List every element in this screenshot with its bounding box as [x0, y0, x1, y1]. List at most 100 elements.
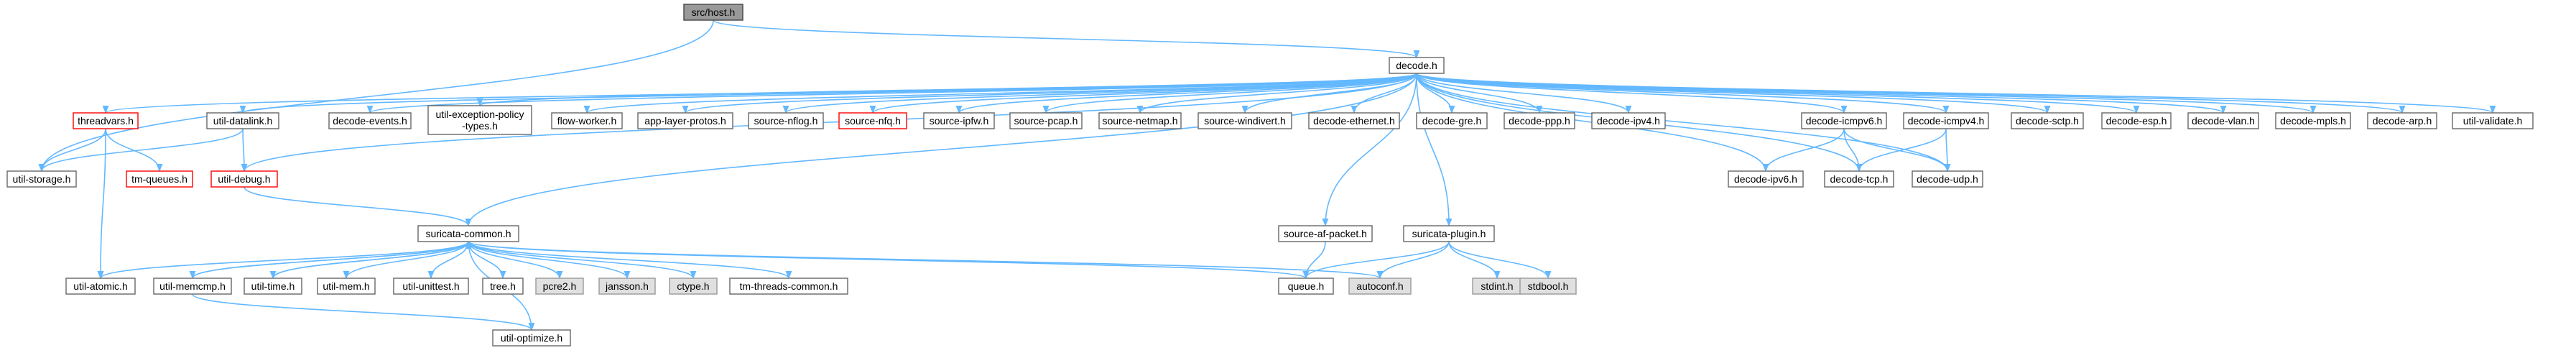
node-util-atomic[interactable]: util-atomic.h	[65, 278, 136, 295]
node-box-stdbool[interactable]	[1519, 278, 1577, 295]
node-util-exception-policy[interactable]: util-exception-policy-types.h	[427, 105, 532, 135]
node-decode-ipv6[interactable]: decode-ipv6.h	[1728, 170, 1804, 188]
node-box-util-memcmp[interactable]	[153, 278, 232, 295]
node-box-tm-threads-common[interactable]	[729, 278, 848, 295]
node-box-jansson[interactable]	[598, 278, 656, 295]
node-source-af-packet[interactable]: source-af-packet.h	[1278, 225, 1373, 242]
node-source-netmap[interactable]: source-netmap.h	[1098, 112, 1182, 129]
node-box-host[interactable]	[683, 4, 743, 21]
node-decode-udp[interactable]: decode-udp.h	[1912, 170, 1983, 188]
node-util-debug[interactable]: util-debug.h	[210, 170, 278, 188]
node-decode-events[interactable]: decode-events.h	[328, 112, 412, 129]
node-box-source-af-packet[interactable]	[1278, 225, 1373, 242]
node-decode-mpls[interactable]: decode-mpls.h	[2275, 112, 2351, 129]
node-box-decode-udp[interactable]	[1912, 170, 1983, 188]
node-box-decode-icmpv6[interactable]	[1801, 112, 1887, 129]
node-box-autoconf[interactable]	[1348, 278, 1412, 295]
node-util-datalink[interactable]: util-datalink.h	[206, 112, 279, 129]
node-tm-queues[interactable]: tm-queues.h	[126, 170, 193, 188]
node-source-nfq[interactable]: source-nfq.h	[838, 112, 907, 129]
node-util-validate[interactable]: util-validate.h	[2452, 112, 2534, 129]
node-util-memcmp[interactable]: util-memcmp.h	[153, 278, 232, 295]
node-box-decode-ppp[interactable]	[1504, 112, 1575, 129]
node-box-util-optimize[interactable]	[492, 329, 571, 347]
node-util-unittest[interactable]: util-unittest.h	[393, 278, 469, 295]
node-pcre2[interactable]: pcre2.h	[535, 278, 584, 295]
node-source-windivert[interactable]: source-windivert.h	[1197, 112, 1292, 129]
node-box-decode-icmpv4[interactable]	[1903, 112, 1989, 129]
node-box-decode-events[interactable]	[328, 112, 412, 129]
node-jansson[interactable]: jansson.h	[598, 278, 656, 295]
node-stdint[interactable]: stdint.h	[1472, 278, 1522, 295]
node-box-decode-gre[interactable]	[1416, 112, 1488, 129]
node-decode-esp[interactable]: decode-esp.h	[2101, 112, 2172, 129]
node-box-decode-ipv4[interactable]	[1591, 112, 1666, 129]
node-box-source-ipfw[interactable]	[923, 112, 995, 129]
node-box-source-pcap[interactable]	[1009, 112, 1083, 129]
node-util-optimize[interactable]: util-optimize.h	[492, 329, 571, 347]
node-decode-ipv4[interactable]: decode-ipv4.h	[1591, 112, 1666, 129]
node-decode[interactable]: decode.h	[1389, 57, 1445, 74]
node-suricata-common[interactable]: suricata-common.h	[417, 225, 519, 242]
node-tm-threads-common[interactable]: tm-threads-common.h	[729, 278, 848, 295]
node-box-decode-mpls[interactable]	[2275, 112, 2351, 129]
node-box-util-datalink[interactable]	[206, 112, 279, 129]
node-box-decode-tcp[interactable]	[1824, 170, 1894, 188]
node-box-util-unittest[interactable]	[393, 278, 469, 295]
node-box-source-windivert[interactable]	[1197, 112, 1292, 129]
node-flow-worker[interactable]: flow-worker.h	[551, 112, 623, 129]
node-util-mem[interactable]: util-mem.h	[317, 278, 376, 295]
node-box-decode-vlan[interactable]	[2187, 112, 2259, 129]
node-decode-sctp[interactable]: decode-sctp.h	[2011, 112, 2084, 129]
node-decode-arp[interactable]: decode-arp.h	[2367, 112, 2437, 129]
node-box-util-debug[interactable]	[210, 170, 278, 188]
node-decode-gre[interactable]: decode-gre.h	[1416, 112, 1488, 129]
node-app-layer-protos[interactable]: app-layer-protos.h	[637, 112, 733, 129]
node-box-decode-sctp[interactable]	[2011, 112, 2084, 129]
node-util-time[interactable]: util-time.h	[244, 278, 302, 295]
node-suricata-plugin[interactable]: suricata-plugin.h	[1403, 225, 1495, 242]
node-decode-icmpv6[interactable]: decode-icmpv6.h	[1801, 112, 1887, 129]
node-box-tree[interactable]	[482, 278, 524, 295]
node-ctype[interactable]: ctype.h	[669, 278, 718, 295]
node-box-util-mem[interactable]	[317, 278, 376, 295]
node-box-flow-worker[interactable]	[551, 112, 623, 129]
node-box-source-nfq[interactable]	[838, 112, 907, 129]
node-util-storage[interactable]: util-storage.h	[6, 170, 77, 188]
node-box-source-netmap[interactable]	[1098, 112, 1182, 129]
node-box-suricata-common[interactable]	[417, 225, 519, 242]
node-decode-ppp[interactable]: decode-ppp.h	[1504, 112, 1575, 129]
node-box-queue[interactable]	[1278, 278, 1334, 295]
node-decode-icmpv4[interactable]: decode-icmpv4.h	[1903, 112, 1989, 129]
node-box-suricata-plugin[interactable]	[1403, 225, 1495, 242]
node-host[interactable]: src/host.h	[683, 4, 743, 21]
node-box-pcre2[interactable]	[535, 278, 584, 295]
edge-decode-to-decode-mpls	[1416, 73, 2317, 114]
node-box-util-storage[interactable]	[6, 170, 77, 188]
node-box-threadvars[interactable]	[73, 112, 139, 129]
node-source-pcap[interactable]: source-pcap.h	[1009, 112, 1083, 129]
node-box-util-exception-policy[interactable]	[427, 105, 532, 135]
node-autoconf[interactable]: autoconf.h	[1348, 278, 1412, 295]
node-decode-tcp[interactable]: decode-tcp.h	[1824, 170, 1894, 188]
node-source-nflog[interactable]: source-nflog.h	[748, 112, 824, 129]
node-box-util-time[interactable]	[244, 278, 302, 295]
node-box-decode-ethernet[interactable]	[1308, 112, 1400, 129]
node-source-ipfw[interactable]: source-ipfw.h	[923, 112, 995, 129]
node-box-util-atomic[interactable]	[65, 278, 136, 295]
node-stdbool[interactable]: stdbool.h	[1519, 278, 1577, 295]
node-tree[interactable]: tree.h	[482, 278, 524, 295]
node-box-source-nflog[interactable]	[748, 112, 824, 129]
node-box-app-layer-protos[interactable]	[637, 112, 733, 129]
node-decode-vlan[interactable]: decode-vlan.h	[2187, 112, 2259, 129]
node-box-util-validate[interactable]	[2452, 112, 2534, 129]
node-box-decode-ipv6[interactable]	[1728, 170, 1804, 188]
node-box-decode-esp[interactable]	[2101, 112, 2172, 129]
node-box-decode[interactable]	[1389, 57, 1445, 74]
node-box-ctype[interactable]	[669, 278, 718, 295]
node-queue[interactable]: queue.h	[1278, 278, 1334, 295]
node-threadvars[interactable]: threadvars.h	[73, 112, 139, 129]
node-box-decode-arp[interactable]	[2367, 112, 2437, 129]
node-decode-ethernet[interactable]: decode-ethernet.h	[1308, 112, 1400, 129]
node-box-tm-queues[interactable]	[126, 170, 193, 188]
